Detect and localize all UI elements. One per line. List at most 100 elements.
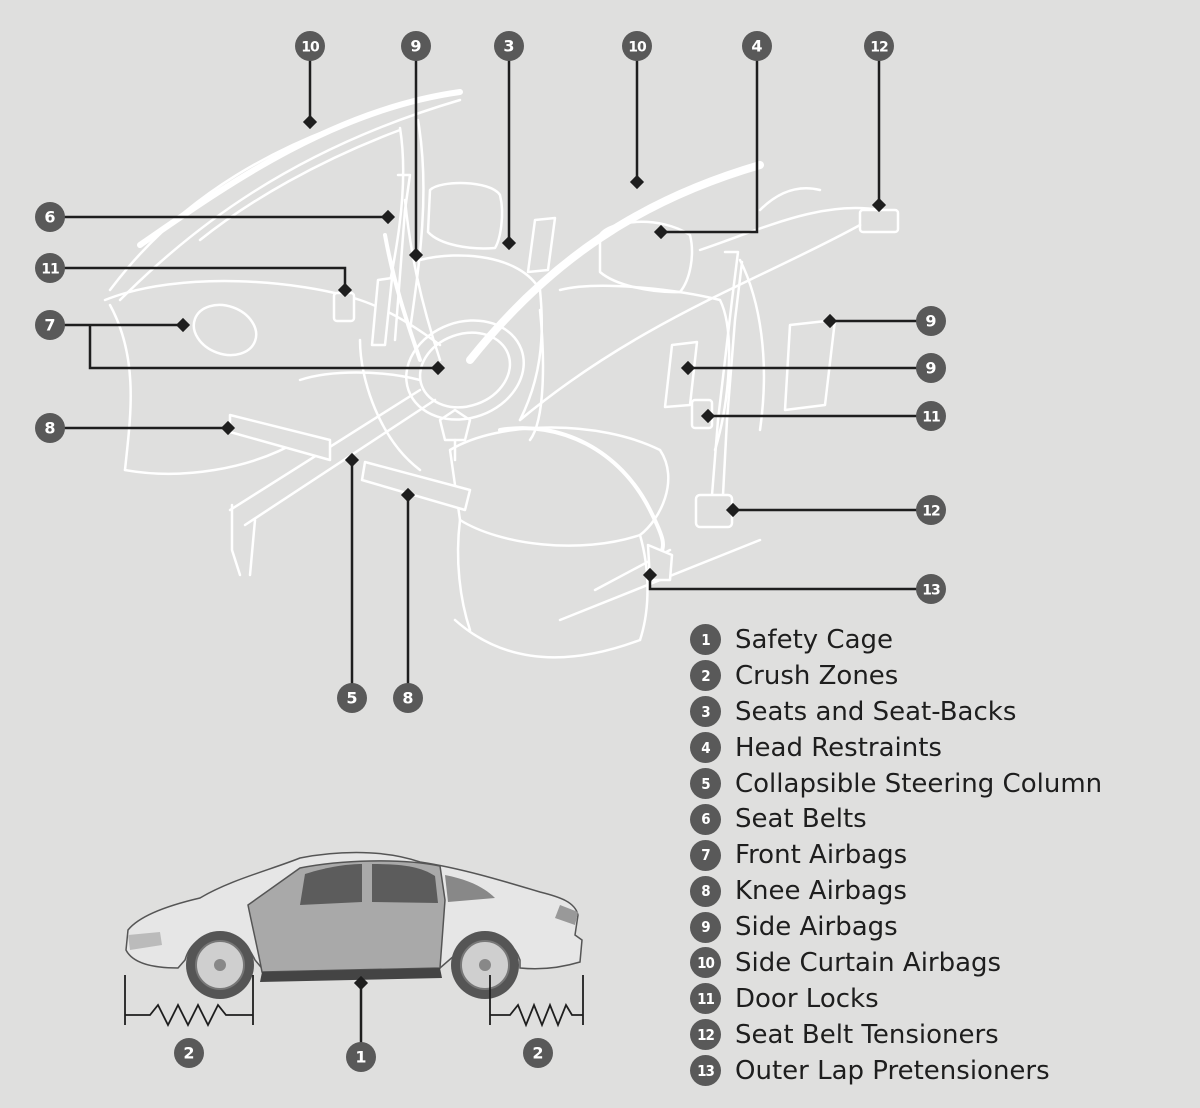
legend-item: 13 Outer Lap Pretensioners [690,1053,1190,1089]
callout-number: 8 [44,419,55,438]
legend: 1 Safety Cage 2 Crush Zones 3 Seats and Sea… [690,622,1190,1089]
legend-number: 9 [690,911,721,943]
callout-number: 5 [346,689,357,708]
legend-item: 8 Knee Airbags [690,873,1190,909]
callout-circle [35,202,65,232]
callout-number: 9 [925,312,936,331]
legend-number: 11 [690,983,721,1015]
legend-number: 8 [690,875,721,907]
callout-circle [916,401,946,431]
legend-number: 13 [690,1055,721,1087]
crush-zone-marks [124,975,584,1043]
callout-number: 8 [402,689,413,708]
legend-number: 7 [690,839,721,871]
callout-circle [337,683,367,713]
callout-circle [35,310,65,340]
legend-number: 12 [690,1019,721,1051]
callout-badge: 2 [174,1038,204,1068]
callout-badge: 5 [337,683,367,713]
callout-number: 9 [410,37,421,56]
callout-circle [174,1038,204,1068]
car-side-view [125,851,583,999]
leader-lines [63,58,918,685]
legend-label: Seat Belt Tensioners [735,1019,999,1050]
legend-label: Side Airbags [735,912,898,943]
callout-number: 6 [44,208,55,227]
legend-label: Front Airbags [735,840,908,871]
legend-label: Safety Cage [735,624,894,655]
callout-circle [494,31,524,61]
callout-number: 9 [925,359,936,378]
callout-badge: 2 [523,1038,553,1068]
callout-badge: 3 [494,31,524,61]
callout-badge: 11 [916,401,946,431]
callout-badge: 9 [916,306,946,336]
cabin-interior-drawing [103,89,900,659]
callout-badge: 8 [35,413,65,443]
legend-item: 3 Seats and Seat-Backs [690,694,1190,730]
callout-number: 13 [922,583,940,599]
callout-circle [916,306,946,336]
callout-badge: 12 [916,495,946,525]
legend-label: Seats and Seat-Backs [735,696,1017,727]
callout-circle [864,31,894,61]
callout-badge: 8 [393,683,423,713]
callout-badge: 10 [622,31,652,61]
legend-label: Collapsible Steering Column [735,768,1103,799]
legend-item: 6 Seat Belts [690,801,1190,837]
callout-circle [742,31,772,61]
legend-label: Seat Belts [735,804,867,835]
callout-circle [295,31,325,61]
callout-number: 2 [532,1044,543,1063]
legend-label: Crush Zones [735,660,899,691]
legend-label: Head Restraints [735,732,942,763]
callout-badge: 9 [916,353,946,383]
legend-number: 6 [690,803,721,835]
callout-circle [346,1042,376,1072]
legend-number: 2 [690,660,721,692]
callout-circle [393,683,423,713]
legend-item: 9 Side Airbags [690,909,1190,945]
callout-badge: 1 [346,1042,376,1072]
legend-item: 11 Door Locks [690,981,1190,1017]
callout-circle [35,253,65,283]
legend-label: Knee Airbags [735,876,907,907]
callout-number: 11 [922,410,940,426]
callout-circle [35,413,65,443]
callout-circle [916,574,946,604]
callout-number: 4 [751,37,762,56]
callout-number: 10 [301,40,320,56]
callout-badge: 11 [35,253,65,283]
legend-item: 4 Head Restraints [690,730,1190,766]
callout-number: 7 [44,316,55,335]
callout-badge: 7 [35,310,65,340]
callout-circle [401,31,431,61]
legend-item: 7 Front Airbags [690,837,1190,873]
callout-badge: 12 [864,31,894,61]
legend-item: 1 Safety Cage [690,622,1190,658]
legend-number: 5 [690,768,721,799]
legend-item: 2 Crush Zones [690,658,1190,694]
legend-label: Outer Lap Pretensioners [735,1055,1050,1086]
legend-item: 12 Seat Belt Tensioners [690,1017,1190,1053]
legend-label: Side Curtain Airbags [735,947,1002,978]
callout-number: 1 [355,1048,366,1067]
legend-label: Door Locks [735,983,879,1014]
legend-number: 4 [690,732,721,764]
callout-badge: 10 [295,31,325,61]
callout-number: 3 [503,37,514,56]
legend-item: 5 Collapsible Steering Column [690,766,1190,802]
callout-number: 2 [183,1044,194,1063]
callout-circle [916,495,946,525]
callout-circle [916,353,946,383]
legend-number: 1 [690,624,721,656]
callout-number: 11 [41,262,59,278]
callout-number: 12 [922,504,940,520]
legend-number: 3 [690,696,721,728]
callout-badge: 4 [742,31,772,61]
callout-circle [523,1038,553,1068]
callout-number: 10 [628,40,647,56]
leader-endpoints [175,114,887,583]
